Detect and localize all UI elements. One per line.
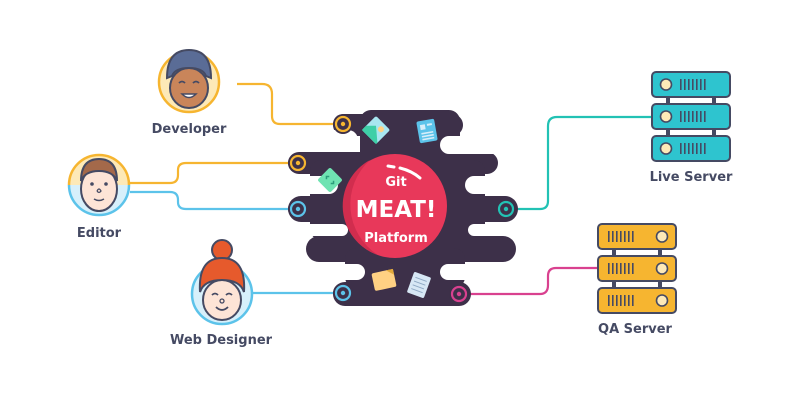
web-designer-label: Web Designer	[169, 333, 273, 348]
server-unit	[651, 71, 731, 98]
server-unit	[597, 223, 677, 250]
document-icon	[416, 118, 438, 144]
text-page-icon	[407, 272, 431, 298]
editor-label: Editor	[76, 226, 122, 241]
blob-notches	[268, 130, 530, 280]
live-server-icon[interactable]	[651, 71, 731, 162]
highlight-icon	[386, 164, 396, 169]
developer-port	[333, 114, 353, 134]
live-server-connector	[506, 115, 652, 211]
live-server-port	[496, 199, 516, 219]
editor-connector-bottom	[130, 190, 298, 211]
highlight-arc	[398, 166, 422, 180]
editor-avatar-icon[interactable]	[67, 153, 131, 217]
platform-line-2: MEAT!	[356, 197, 437, 223]
editor-connector-top	[130, 161, 298, 185]
developer-connector	[237, 82, 343, 126]
web-designer-port	[333, 283, 353, 303]
server-unit	[651, 135, 731, 162]
live-server-label: Live Server	[649, 170, 733, 185]
code-file-icon	[318, 168, 342, 192]
web-designer-avatar-icon[interactable]	[190, 239, 254, 326]
image-file-icon	[361, 116, 390, 145]
developer-label: Developer	[151, 122, 227, 137]
server-unit	[597, 255, 677, 282]
server-unit	[651, 103, 731, 130]
connectors	[130, 82, 652, 296]
editor-port-bottom	[288, 199, 308, 219]
developer-avatar-icon[interactable]	[157, 48, 221, 114]
platform-core: Git MEAT! Platform	[342, 154, 447, 258]
qa-server-icon[interactable]	[597, 223, 677, 314]
platform-line-1: Git	[385, 175, 406, 190]
folder-icon	[371, 268, 397, 291]
ports	[288, 114, 516, 304]
qa-server-connector	[459, 266, 598, 296]
platform-line-3: Platform	[364, 231, 428, 246]
editor-port-top	[288, 153, 308, 173]
qa-server-label: QA Server	[598, 322, 672, 337]
server-unit	[597, 287, 677, 314]
qa-server-port	[449, 284, 469, 304]
